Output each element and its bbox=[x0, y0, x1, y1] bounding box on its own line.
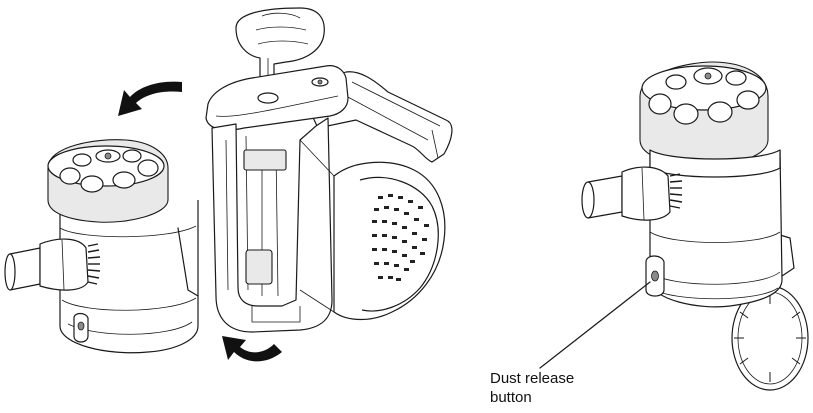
callout-leader-line bbox=[539, 281, 651, 369]
dust-bin-with-open-lid bbox=[539, 61, 809, 391]
dust-release-button bbox=[645, 255, 665, 297]
callout-label-line2: button bbox=[490, 389, 532, 406]
vacuum-handle-body bbox=[205, 65, 453, 333]
dust-release-button-label: Dust release button bbox=[490, 369, 610, 407]
motor-vent-grille bbox=[372, 194, 429, 281]
detached-dust-bin bbox=[4, 139, 199, 354]
rotate-arrow-top-icon bbox=[118, 81, 182, 116]
rotate-arrow-bottom-icon bbox=[222, 336, 282, 362]
callout-label-line1: Dust release bbox=[490, 370, 575, 387]
